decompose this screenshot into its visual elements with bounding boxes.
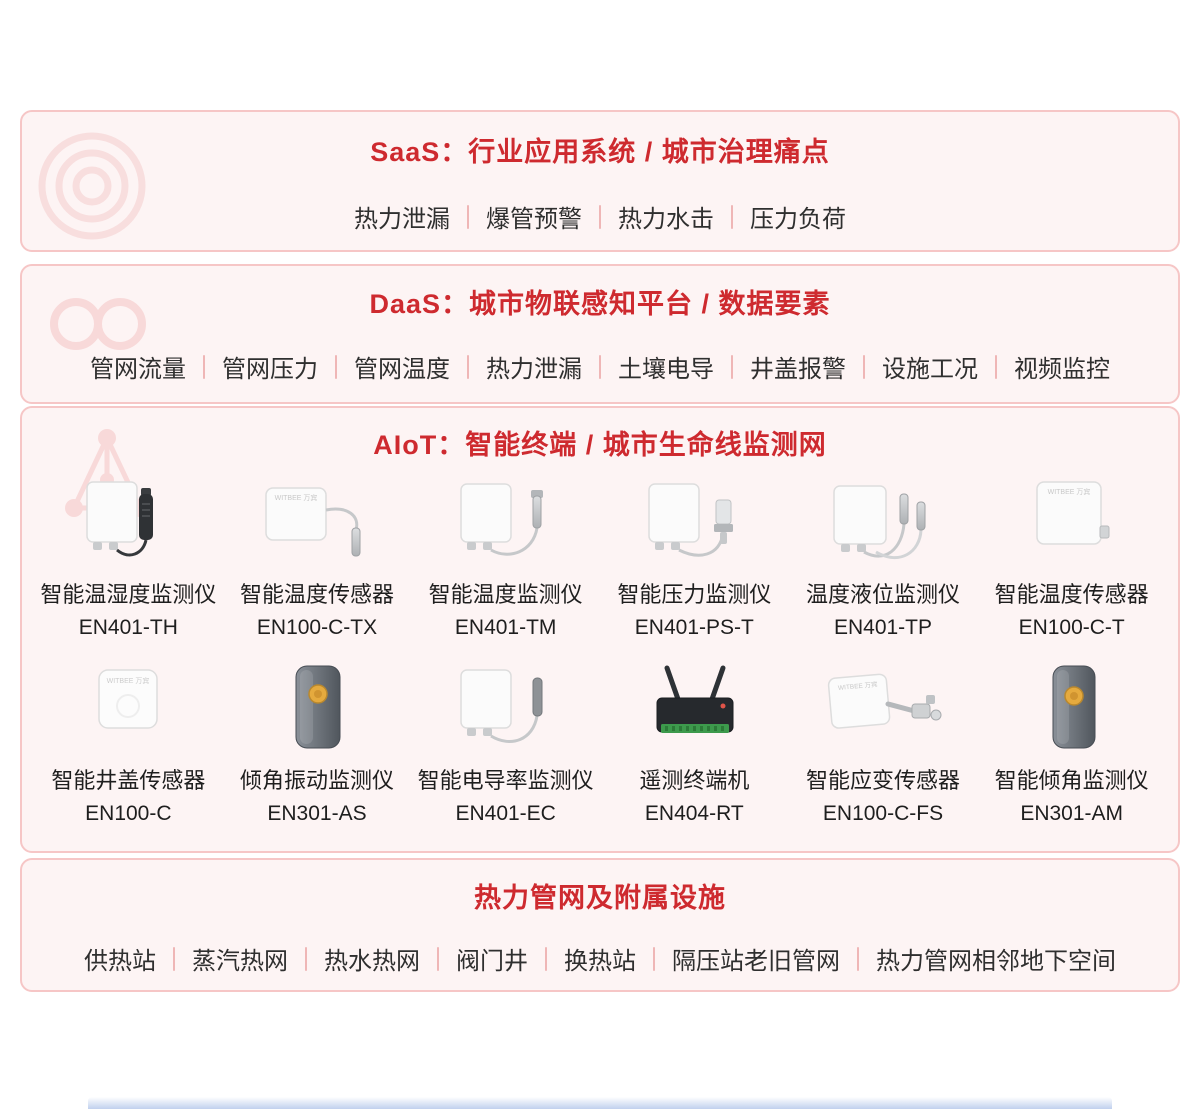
device-name: 智能井盖传感器 [51,768,206,793]
saas-title: SaaS：行业应用系统 / 城市治理痛点 [370,137,830,167]
separator [545,946,547,971]
pressure-monitor-image [619,476,769,572]
separator [467,204,469,229]
device-model: EN100-C-FS [822,802,944,825]
saas-item: 热力泄漏 [354,206,450,233]
separator [437,946,439,971]
facility-item: 换热站 [564,948,636,975]
facilities-items-row: 供热站 蒸汽热网 热水热网 阀门井 换热站 隔压站老旧管网 热力管网相邻地下空间 [22,941,1178,976]
temperature-humidity-monitor-image [53,476,203,572]
daas-item: 设施工况 [882,356,978,383]
device-card: WITBEE 万宾 智能井盖传感器 EN100-C [34,662,223,826]
device-model: EN401-EC [455,802,556,825]
device-model: EN301-AM [1020,802,1124,825]
device-card: 智能电导率监测仪 EN401-EC [411,662,600,826]
separator [305,946,307,971]
device-grid: 智能温湿度监测仪 EN401-TH WITBEE 万宾 智能温度传感器 EN10… [34,476,1166,826]
tilt-monitor-image [997,662,1147,758]
aiot-title: AIoT：智能终端 / 城市生命线监测网 [373,430,827,460]
facility-item: 热力管网相邻地下空间 [876,948,1116,975]
device-card: WITBEE 万宾 智能应变传感器 EN100-C-FS [789,662,978,826]
saas-item: 爆管预警 [486,206,582,233]
device-model: EN401-TH [78,616,178,639]
device-card: 遥测终端机 EN404-RT [600,662,789,826]
tilt-vibration-monitor-image [242,662,392,758]
device-card: 智能压力监测仪 EN401-PS-T [600,476,789,640]
facilities-title: 热力管网及附属设施 [474,883,726,913]
strain-sensor-image: WITBEE 万宾 [808,662,958,758]
temperature-sensor-image: WITBEE 万宾 [997,476,1147,572]
daas-title: DaaS：城市物联感知平台 / 数据要素 [369,289,831,319]
saas-item: 热力水击 [618,206,714,233]
facility-item: 供热站 [84,948,156,975]
separator [599,204,601,229]
brand-logo-text: WITBEE 万宾 [1047,487,1090,496]
facility-item: 蒸汽热网 [192,948,288,975]
facilities-section: 热力管网及附属设施 供热站 蒸汽热网 热水热网 阀门井 换热站 隔压站老旧管网 … [20,858,1180,992]
device-name: 温度液位监测仪 [805,582,960,607]
separator [653,946,655,971]
aiot-section: AIoT：智能终端 / 城市生命线监测网 智能温湿度监测仪 EN401-TH [20,406,1180,853]
temperature-sensor-image: WITBEE 万宾 [242,476,392,572]
manhole-cover-sensor-image: WITBEE 万宾 [53,662,203,758]
device-card: WITBEE 万宾 智能温度传感器 EN100-C-TX [223,476,412,640]
separator [863,354,865,379]
device-card: 智能温湿度监测仪 EN401-TH [34,476,223,640]
saas-items-row: 热力泄漏 爆管预警 热力水击 压力负荷 [22,199,1178,234]
device-model: EN404-RT [644,802,744,825]
daas-item: 管网温度 [354,356,450,383]
separator [203,354,205,379]
daas-item: 井盖报警 [750,356,846,383]
device-card: 智能温度监测仪 EN401-TM [411,476,600,640]
device-name: 智能温湿度监测仪 [40,582,217,607]
separator [335,354,337,379]
facility-item: 热水热网 [324,948,420,975]
daas-item: 管网压力 [222,356,318,383]
daas-items-row: 管网流量 管网压力 管网温度 热力泄漏 土壤电导 井盖报警 设施工况 视频监控 [22,349,1178,384]
device-model: EN301-AS [267,802,367,825]
device-name: 倾角振动监测仪 [239,768,394,793]
device-card: WITBEE 万宾 智能温度传感器 EN100-C-T [977,476,1166,640]
temperature-level-monitor-image [808,476,958,572]
device-card: 智能倾角监测仪 EN301-AM [977,662,1166,826]
device-card: 温度液位监测仪 EN401-TP [789,476,978,640]
telemetry-terminal-image [619,662,769,758]
daas-item: 土壤电导 [618,356,714,383]
facility-item: 阀门井 [456,948,528,975]
separator [857,946,859,971]
device-name: 智能温度监测仪 [428,582,583,607]
saas-section: SaaS：行业应用系统 / 城市治理痛点 热力泄漏 爆管预警 热力水击 压力负荷 [20,110,1180,252]
device-name: 智能温度传感器 [239,582,394,607]
separator [731,204,733,229]
device-model: EN401-PS-T [634,616,754,639]
separator [599,354,601,379]
saas-item: 压力负荷 [750,206,846,233]
temperature-monitor-image [431,476,581,572]
daas-item: 管网流量 [90,356,186,383]
device-name: 智能应变传感器 [805,768,960,793]
bottom-gradient-strip [88,1097,1112,1109]
separator [995,354,997,379]
separator [467,354,469,379]
daas-item: 热力泄漏 [486,356,582,383]
device-model: EN100-C [85,802,172,825]
device-model: EN401-TP [833,616,933,639]
device-card: 倾角振动监测仪 EN301-AS [223,662,412,826]
device-model: EN100-C-T [1018,616,1125,639]
brand-logo-text: WITBEE 万宾 [107,676,150,685]
daas-item: 视频监控 [1014,356,1110,383]
device-model: EN401-TM [454,616,557,639]
daas-section: DaaS：城市物联感知平台 / 数据要素 管网流量 管网压力 管网温度 热力泄漏… [20,264,1180,404]
brand-logo-text: WITBEE 万宾 [275,493,318,502]
device-name: 智能倾角监测仪 [994,768,1149,793]
conductivity-monitor-image [431,662,581,758]
separator [173,946,175,971]
device-name: 智能压力监测仪 [617,582,772,607]
facility-item: 隔压站老旧管网 [672,948,840,975]
device-name: 遥测终端机 [639,768,750,793]
device-model: EN100-C-TX [256,616,378,639]
device-name: 智能电导率监测仪 [417,768,594,793]
device-name: 智能温度传感器 [994,582,1149,607]
separator [731,354,733,379]
